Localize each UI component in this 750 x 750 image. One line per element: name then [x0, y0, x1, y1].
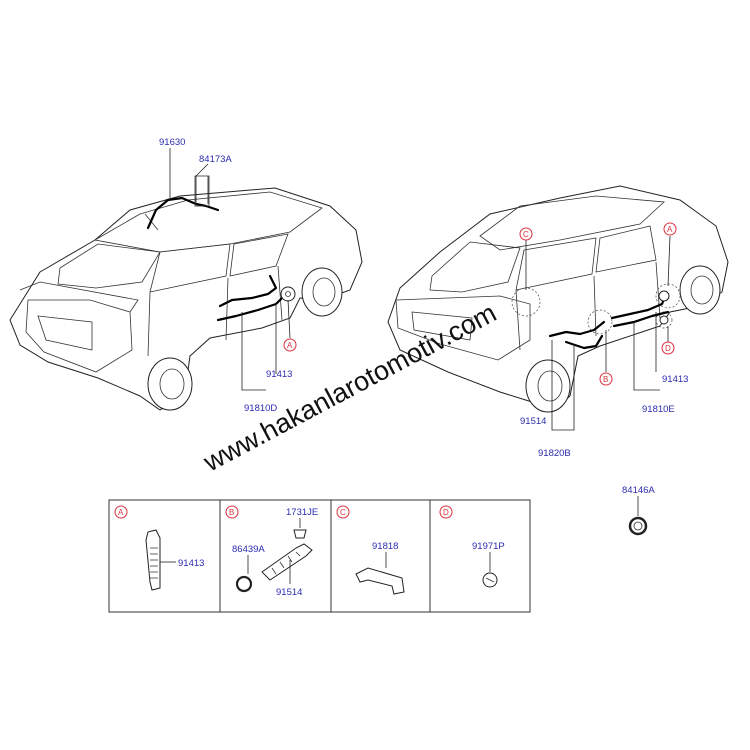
part-label-91413-left[interactable]: 91413 [266, 369, 292, 380]
callout-c-right: C [523, 230, 529, 239]
left-car-labels: 91630 84173A A 91413 91810D [159, 137, 297, 414]
part-label-91630[interactable]: 91630 [159, 137, 185, 148]
panel-a-part-91413[interactable]: 91413 [178, 558, 204, 569]
detail-panels: A 91413 B 1731JE 86439A 91514 C 91818 [108, 499, 531, 613]
detail-panel-a: A 91413 [114, 505, 204, 591]
panel-c-part-91818[interactable]: 91818 [372, 541, 398, 552]
loose-part-84146A: 84146A [622, 485, 655, 536]
panel-b-part-91514[interactable]: 91514 [276, 587, 302, 598]
detail-panel-d: D 91971P [439, 505, 505, 588]
callout-d-right: D [665, 344, 671, 353]
panel-b-part-1731JE[interactable]: 1731JE [286, 507, 318, 518]
panel-a-letter: A [118, 508, 124, 517]
panel-b-part-86439A[interactable]: 86439A [232, 544, 265, 555]
panel-c-letter: C [340, 508, 346, 517]
callout-a-left: A [287, 341, 293, 350]
part-label-91810E[interactable]: 91810E [642, 404, 675, 415]
panel-d-letter: D [443, 508, 449, 517]
callout-b-right: B [603, 375, 608, 384]
detail-panel-b: B 1731JE 86439A 91514 [225, 505, 318, 598]
part-label-91820B[interactable]: 91820B [538, 448, 571, 459]
part-label-84173A[interactable]: 84173A [199, 154, 232, 165]
panel-b-letter: B [229, 508, 234, 517]
part-label-91514[interactable]: 91514 [520, 416, 546, 427]
detail-panel-c: C 91818 [336, 505, 405, 595]
part-label-91810D[interactable]: 91810D [244, 403, 277, 414]
part-label-84146A[interactable]: 84146A [622, 485, 655, 496]
left-car [9, 187, 363, 411]
part-label-91413-right[interactable]: 91413 [662, 374, 688, 385]
callout-a-right: A [667, 225, 673, 234]
right-car [387, 185, 729, 413]
panel-d-part-91971P[interactable]: 91971P [472, 541, 505, 552]
right-car-labels: C B A D 91413 91810E 91514 91820B [519, 222, 688, 459]
